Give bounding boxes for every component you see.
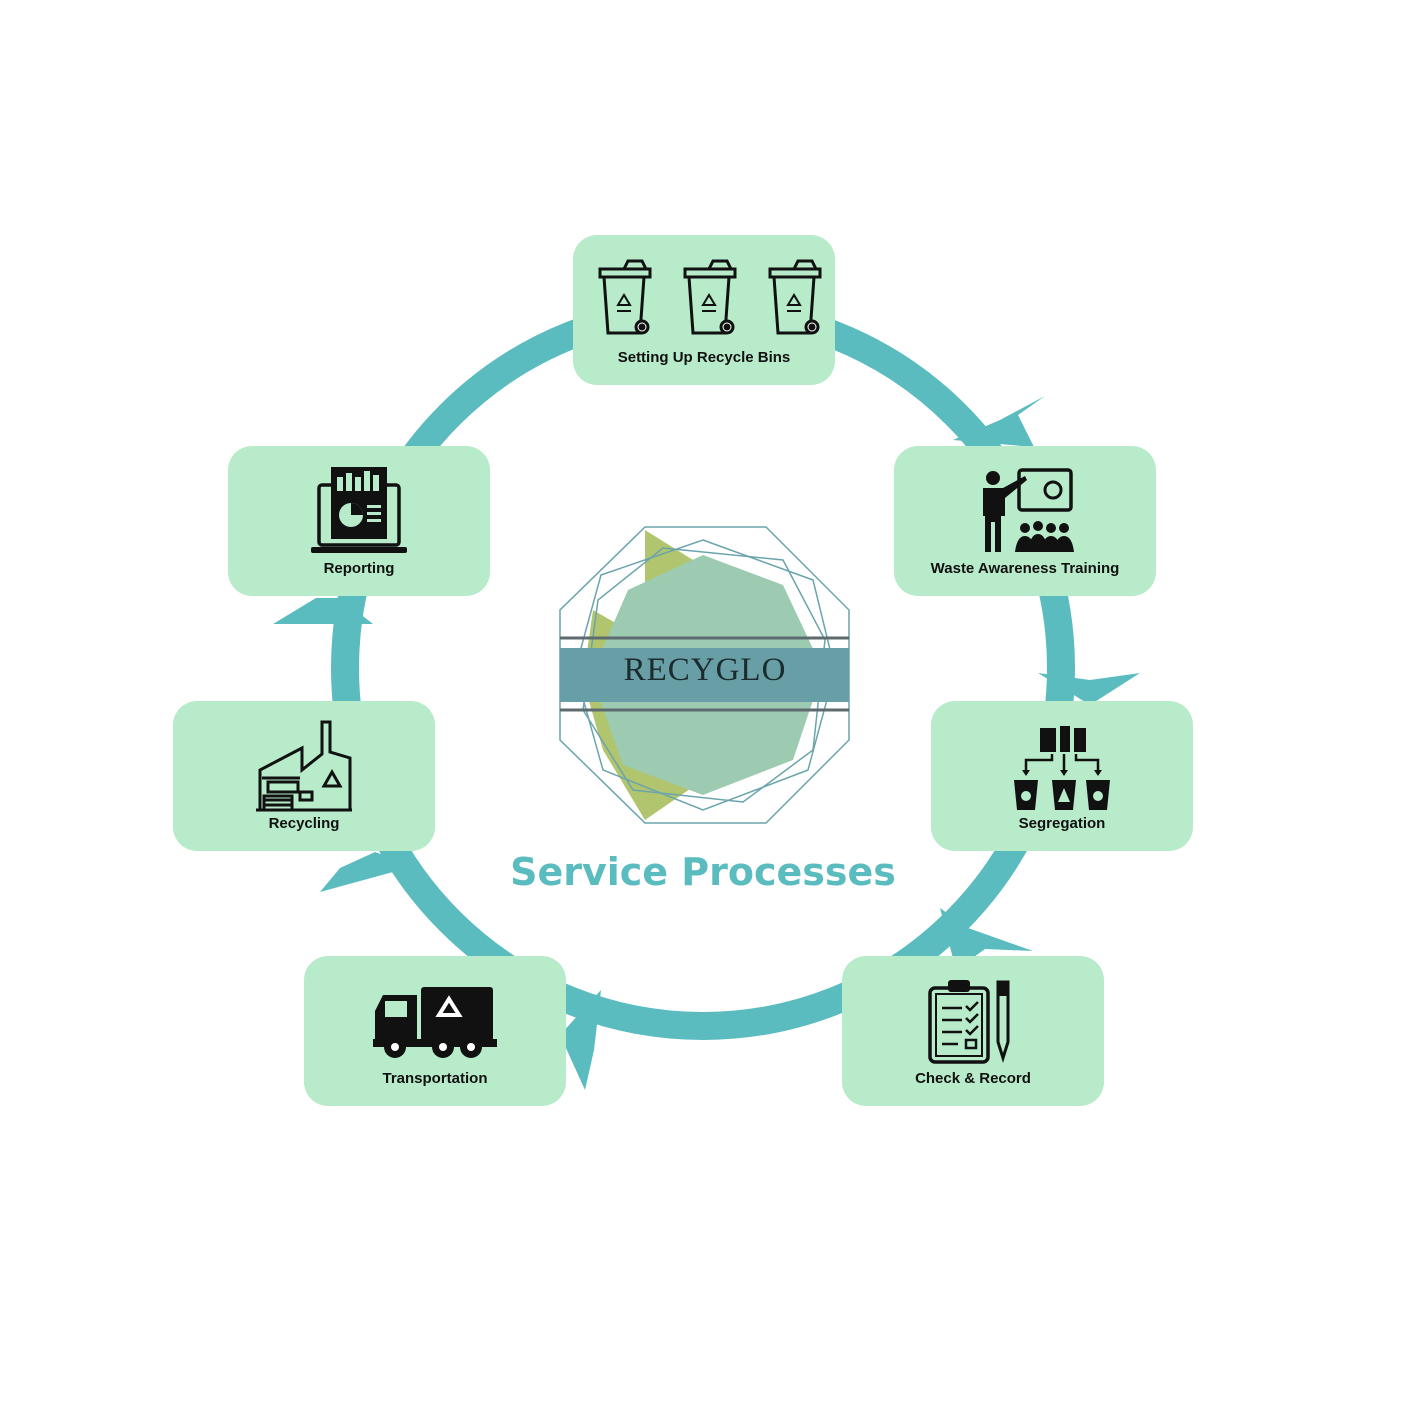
report-laptop-icon [228, 460, 490, 562]
step-card-segregation[interactable]: Segregation [931, 701, 1193, 851]
arrow-transport [560, 990, 601, 1090]
step-label: Setting Up Recycle Bins [617, 349, 791, 366]
step-label: Reporting [323, 560, 395, 577]
step-label: Transportation [382, 1070, 488, 1087]
logo-outline-2 [574, 539, 836, 811]
step-label: Waste Awareness Training [930, 560, 1120, 577]
waste-sorting-icon [931, 715, 1193, 817]
step-card-transportation[interactable]: Transportation [304, 956, 566, 1106]
arrow-training [953, 396, 1045, 447]
arrow-recycling [320, 852, 415, 892]
step-card-recycling[interactable]: Recycling [173, 701, 435, 851]
logo-wordmark: RECYGLO [623, 652, 787, 688]
step-label: Segregation [1018, 815, 1106, 832]
step-card-check-record[interactable]: Check & Record [842, 956, 1104, 1106]
recyglo-logo [559, 526, 850, 824]
step-card-recycle-bins[interactable]: Setting Up Recycle Bins [573, 235, 835, 385]
arrow-reporting [273, 598, 373, 624]
arrow-segregation [1038, 673, 1140, 705]
recycle-bins-icon [573, 245, 835, 345]
diagram-title: Service Processes [510, 850, 896, 894]
step-card-reporting[interactable]: Reporting [228, 446, 490, 596]
recycling-factory-icon [173, 715, 435, 817]
step-label: Recycling [268, 815, 340, 832]
arrow-check [940, 908, 1033, 970]
clipboard-checklist-icon [842, 970, 1104, 1072]
training-presentation-icon [894, 460, 1156, 562]
logo-band [560, 648, 849, 702]
step-label: Check & Record [915, 1070, 1031, 1087]
step-card-awareness-training[interactable]: Waste Awareness Training [894, 446, 1156, 596]
recycling-truck-icon [304, 970, 566, 1072]
